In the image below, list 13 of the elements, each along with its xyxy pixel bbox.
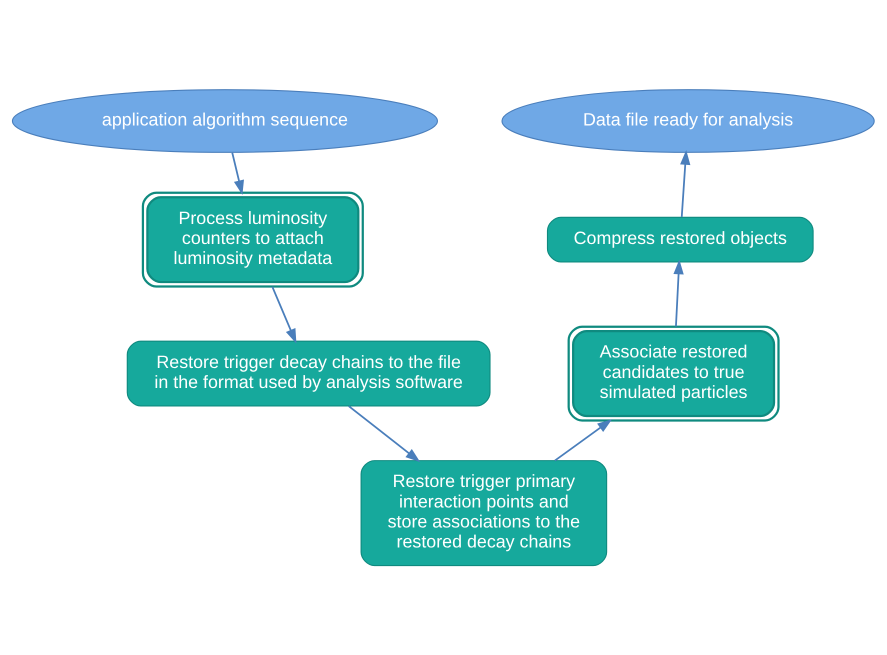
node-box: Process luminosity counters to attach luminosity metadata	[142, 192, 364, 288]
node-ellipse: application algorithm sequence	[12, 89, 438, 153]
node-ellipse: Data file ready for analysis	[501, 89, 875, 153]
node-box: Restore trigger primary interaction points and store associations to the restored decay chains	[360, 460, 608, 566]
arrow	[680, 150, 690, 218]
arrow	[554, 419, 612, 462]
arrow	[348, 405, 420, 462]
node-box: Associate restored candidates to true simulated particles	[568, 326, 780, 422]
arrow	[673, 260, 684, 326]
node-box: Restore trigger decay chains to the file in the format used by analysis software	[126, 340, 491, 406]
arrow	[231, 152, 244, 195]
arrow	[272, 286, 296, 344]
node-box: Compress restored objects	[546, 216, 814, 263]
